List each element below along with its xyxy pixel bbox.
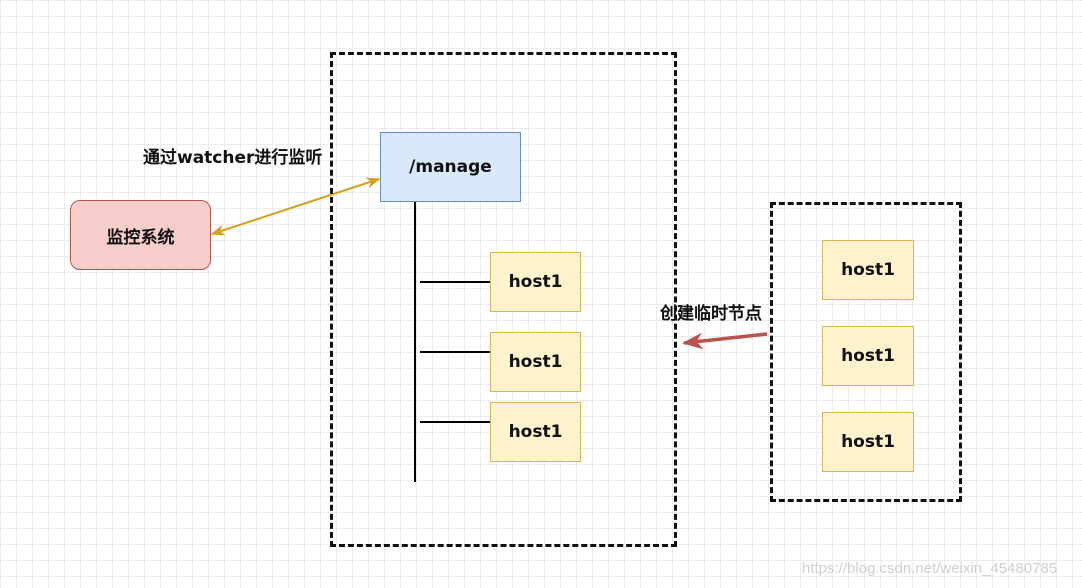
zookeeper-container	[330, 52, 677, 547]
create-node-arrow	[681, 332, 768, 350]
watcher-label: 通过watcher进行监听	[143, 148, 323, 168]
manage-node-label: /manage	[409, 157, 492, 177]
new-host-3[interactable]: host1	[822, 412, 914, 472]
create-node-label: 创建临时节点	[660, 304, 762, 324]
watcher-arrow	[210, 177, 381, 236]
new-hosts-container	[770, 202, 962, 502]
new-host-2[interactable]: host1	[822, 326, 914, 386]
manage-child-host-1[interactable]: host1	[490, 252, 581, 312]
monitor-system-label: 监控系统	[106, 227, 175, 248]
host-label: host1	[508, 272, 563, 292]
watermark: https://blog.csdn.net/weixin_45480785	[802, 560, 1058, 577]
host-label: host1	[508, 422, 563, 442]
manage-child-host-2[interactable]: host1	[490, 332, 581, 392]
host-label: host1	[841, 260, 895, 280]
manage-child-host-3[interactable]: host1	[490, 402, 581, 462]
manage-node[interactable]: /manage	[380, 132, 521, 202]
host-label: host1	[508, 352, 563, 372]
new-host-1[interactable]: host1	[822, 240, 914, 300]
host-label: host1	[841, 432, 895, 452]
monitor-system-node[interactable]: 监控系统	[70, 200, 211, 270]
host-label: host1	[841, 346, 895, 366]
